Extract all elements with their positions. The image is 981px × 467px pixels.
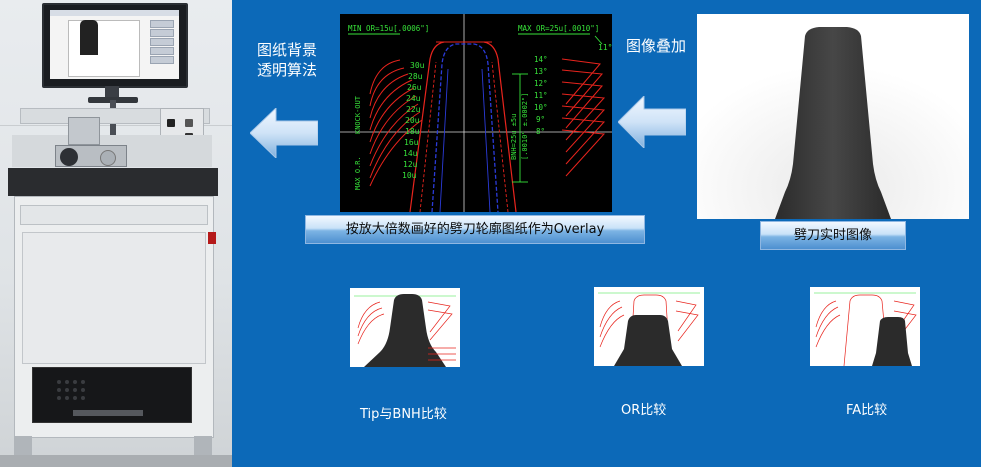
min-or-label: MIN OR=15u[.0006"]: [348, 24, 429, 33]
tip-bnh-comparison-label: Tip与BNH比较: [360, 407, 447, 422]
left-scale-label: 16u: [404, 138, 419, 147]
right-scale-label: 8°: [536, 127, 545, 136]
transparency-algorithm-label: 图纸背景 透明算法: [256, 41, 317, 79]
arrow-left-icon: [618, 96, 686, 148]
left-scale: 30u 28u 26u 24u 22u 20u 18u 16u 14u 12u …: [402, 61, 425, 180]
knock-out-label: KNOCK-OUT: [354, 95, 362, 134]
left-scale-label: 18u: [405, 127, 420, 136]
right-scale-label: 10°: [534, 103, 548, 112]
right-scale-label: 13°: [534, 67, 548, 76]
overlay-drawing: MIN OR=15u[.0006"] MAX OR=25u[.0010"] 11…: [340, 14, 612, 212]
or-comparison-thumbnail: [594, 287, 704, 366]
tip-bnh-comparison-thumbnail: [350, 288, 460, 367]
fa-comparison-label: FA比较: [846, 403, 888, 418]
or-comparison-label: OR比较: [621, 403, 667, 418]
overlay-caption: 按放大倍数画好的劈刀轮廓图纸作为Overlay: [305, 215, 645, 244]
right-scale-label: 12°: [534, 79, 548, 88]
left-scale-label: 22u: [406, 105, 421, 114]
pc-unit: [32, 367, 192, 423]
left-scale-label: 14u: [403, 149, 418, 158]
left-scale-label: 26u: [407, 83, 422, 92]
max-or-label: MAX OR=25u[.0010"]: [518, 24, 599, 33]
max-or-side-label: MAX O.R.: [354, 156, 362, 190]
left-scale-label: 10u: [402, 171, 417, 180]
left-scale-label: 28u: [408, 72, 423, 81]
right-scale-label: 14°: [534, 55, 548, 64]
right-scale: 14° 13° 12° 11° 10° 9° 8°: [534, 55, 548, 136]
bnh-inch-label: [.0010" ±.0002"]: [521, 93, 529, 160]
arrow-left-icon: [250, 108, 318, 158]
inspection-machine-photo: [0, 0, 232, 467]
realtime-capillary-image: [697, 14, 969, 219]
angle-label: 11°: [598, 43, 612, 52]
fa-comparison-thumbnail: [810, 287, 920, 366]
bnh-label: BNH=25u ±5u: [510, 114, 518, 160]
left-scale-label: 30u: [410, 61, 425, 70]
image-overlay-label: 图像叠加: [626, 37, 687, 55]
left-scale-label: 20u: [405, 116, 420, 125]
right-scale-label: 11°: [534, 91, 548, 100]
right-scale-label: 9°: [536, 115, 545, 124]
left-scale-label: 24u: [406, 94, 421, 103]
realtime-caption: 劈刀实时图像: [760, 221, 906, 250]
left-scale-label: 12u: [403, 160, 418, 169]
monitor: [42, 3, 188, 88]
camera: [68, 117, 100, 145]
